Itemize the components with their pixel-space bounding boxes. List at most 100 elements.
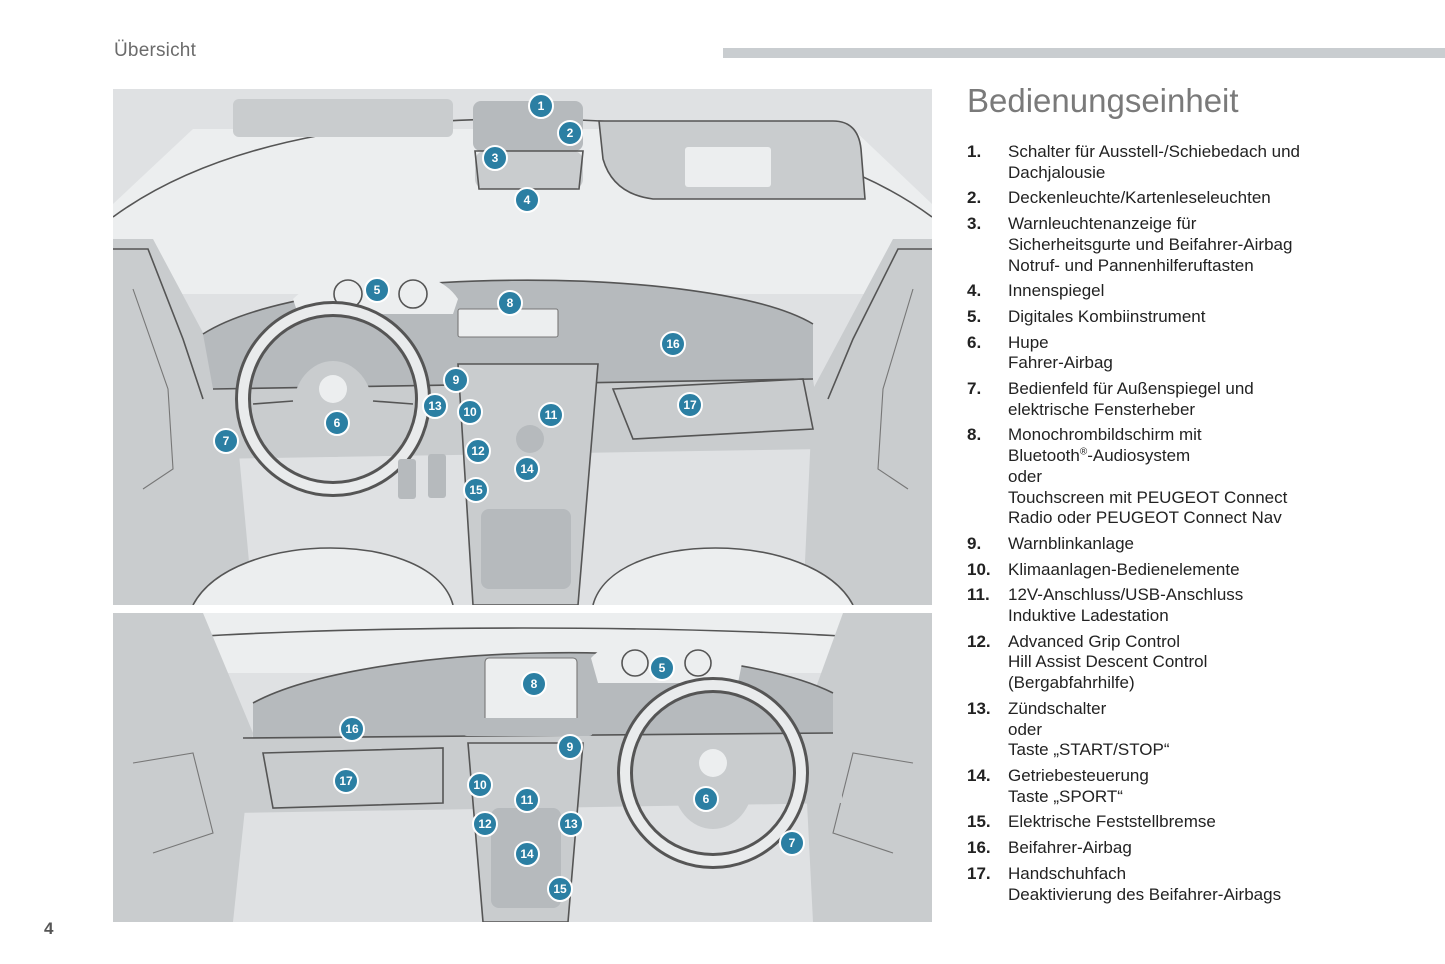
legend-item-line: Taste „START/STOP“ [1008, 740, 1170, 760]
callout-9: 9 [443, 367, 469, 393]
callout-10: 10 [457, 399, 483, 425]
legend-item-line: Bedienfeld für Außenspiegel und [1008, 379, 1254, 399]
callout-15: 15 [547, 876, 573, 902]
legend-item: 16. Beifahrer-Airbag [967, 838, 1437, 859]
callout-8: 8 [521, 671, 547, 697]
header-bar [723, 48, 1445, 58]
callout-10: 10 [467, 772, 493, 798]
svg-text:7: 7 [223, 434, 230, 448]
legend-item: 10. Klimaanlagen-Bedienelemente [967, 560, 1437, 581]
callout-11: 11 [538, 402, 564, 428]
svg-text:13: 13 [564, 817, 578, 831]
legend-item-number: 11. [967, 585, 990, 605]
legend-item-line: Getriebesteuerung [1008, 765, 1149, 785]
svg-text:14: 14 [520, 462, 534, 476]
svg-text:6: 6 [703, 792, 710, 806]
legend-item-number: 2. [967, 188, 982, 208]
legend-item-text: Beifahrer-Airbag [1008, 838, 1437, 859]
legend-item-number: 13. [967, 698, 991, 718]
legend-item-line: Beifahrer-Airbag [1008, 838, 1132, 858]
legend-item-text: Digitales Kombiinstrument [1008, 307, 1437, 328]
legend-item-number: 10. [967, 559, 991, 579]
svg-text:5: 5 [659, 661, 666, 675]
callout-7: 7 [779, 830, 805, 856]
legend-item-line: Monochrombildschirm mit [1008, 425, 1202, 445]
callout-7: 7 [213, 428, 239, 454]
callout-14: 14 [514, 456, 540, 482]
legend-item-number: 5. [967, 306, 982, 326]
callout-15: 15 [463, 477, 489, 503]
legend-item-number: 6. [967, 332, 982, 352]
legend-item-line: Hill Assist Descent Control [1008, 652, 1208, 672]
svg-text:12: 12 [471, 444, 485, 458]
cockpit-illustration-lhd: 1 2 3 4 5 8 16 9 13 10 11 6 17 7 12 14 1… [113, 89, 932, 605]
legend-item-number: 7. [967, 379, 982, 399]
svg-text:15: 15 [553, 882, 567, 896]
legend-item-line: Digitales Kombiinstrument [1008, 306, 1206, 326]
callout-6: 6 [324, 410, 350, 436]
section-label: Übersicht [114, 40, 197, 61]
legend-item-text: Warnblinkanlage [1008, 534, 1437, 555]
svg-text:17: 17 [683, 398, 697, 412]
legend-item-line: Notruf- und Pannenhilferuftasten [1008, 255, 1254, 275]
legend-item-text: Klimaanlagen-Bedienelemente [1008, 560, 1437, 581]
legend-item-line: Radio oder PEUGEOT Connect Nav [1008, 508, 1282, 528]
callout-16: 16 [660, 331, 686, 357]
svg-text:9: 9 [567, 740, 574, 754]
legend-item: 2. Deckenleuchte/Kartenleseleuchten [967, 188, 1437, 209]
legend-item-number: 8. [967, 425, 982, 445]
legend-item-line: Schalter für Ausstell-/Schiebedach und [1008, 142, 1301, 161]
legend-item-line: Bluetooth®-Audiosystem [1008, 446, 1191, 466]
legend-item-number: 3. [967, 214, 982, 234]
legend-item: 4. Innenspiegel [967, 281, 1437, 302]
callout-13: 13 [422, 393, 448, 419]
svg-text:16: 16 [666, 337, 680, 351]
legend-item-text: Elektrische Feststellbremse [1008, 812, 1437, 833]
callout-4: 4 [514, 187, 540, 213]
callout-11: 11 [514, 787, 540, 813]
legend-item: 1. Schalter für Ausstell-/Schiebedach und… [967, 142, 1437, 183]
svg-text:4: 4 [524, 193, 531, 207]
legend-item-line: Dachjalousie [1008, 162, 1106, 182]
legend-item-number: 16. [967, 838, 991, 858]
legend-item: 9. Warnblinkanlage [967, 534, 1437, 555]
legend-item-number: 4. [967, 281, 982, 301]
callout-3: 3 [482, 145, 508, 171]
legend-item-line: Innenspiegel [1008, 281, 1105, 301]
legend-item-line: Deckenleuchte/Kartenleseleuchten [1008, 188, 1271, 208]
legend-item-line: Handschuhfach [1008, 863, 1127, 883]
callout-17: 17 [677, 392, 703, 418]
legend-item-line: Advanced Grip Control [1008, 631, 1180, 651]
legend-item-number: 9. [967, 533, 982, 553]
svg-text:6: 6 [334, 416, 341, 430]
svg-text:11: 11 [521, 793, 534, 807]
legend-item-line: Warnleuchtenanzeige für [1008, 214, 1197, 234]
legend-item-number: 1. [967, 142, 982, 161]
legend-item-number: 12. [967, 631, 991, 651]
svg-text:12: 12 [478, 817, 492, 831]
svg-text:11: 11 [545, 408, 558, 422]
cockpit-illustration-rhd: 8 5 16 9 17 10 11 6 12 13 7 14 15 [113, 613, 932, 922]
legend-item-line: Hupe [1008, 332, 1049, 352]
svg-text:17: 17 [339, 774, 353, 788]
svg-text:9: 9 [453, 373, 460, 387]
svg-text:8: 8 [507, 296, 514, 310]
svg-text:10: 10 [473, 778, 487, 792]
legend-item: 5. Digitales Kombiinstrument [967, 307, 1437, 328]
callout-8: 8 [497, 290, 523, 316]
svg-text:8: 8 [531, 677, 538, 691]
callout-5: 5 [364, 277, 390, 303]
legend-item-number: 15. [967, 812, 991, 832]
